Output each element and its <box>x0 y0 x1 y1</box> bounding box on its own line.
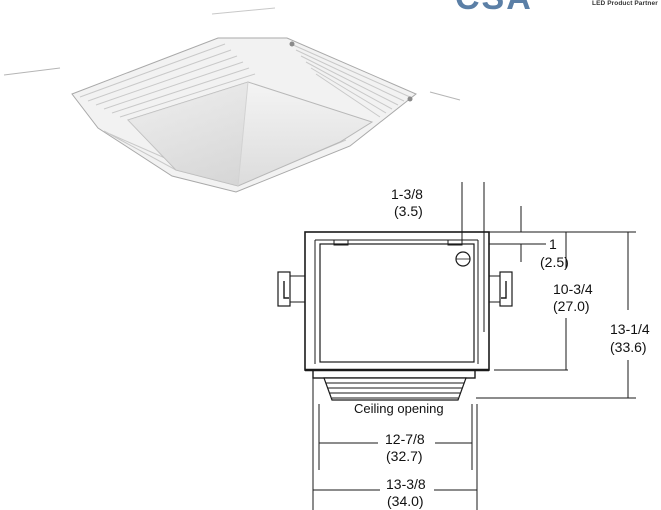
dimension-drawing <box>277 182 636 510</box>
fixture-illustration <box>3 7 461 193</box>
dim-housing-height-imperial: 10-3/4 <box>553 281 593 297</box>
ceiling-opening-caption: Ceiling opening <box>354 401 444 416</box>
dim-total-height-metric: (33.6) <box>610 339 647 355</box>
dim-housing-height-metric: (27.0) <box>553 298 590 314</box>
lens-outline <box>323 377 467 401</box>
dim-overall-width-imperial: 13-3/8 <box>386 476 426 492</box>
dim-lip-imperial: 1 <box>549 236 557 252</box>
partner-label: LED Product Partner <box>592 0 658 7</box>
housing-outline <box>304 231 490 371</box>
dim-opening-width-metric: (32.7) <box>386 448 423 464</box>
left-mounting-bracket <box>277 271 305 307</box>
dim-top-width-imperial: 1-3/8 <box>391 186 423 202</box>
dim-total-height-imperial: 13-1/4 <box>610 321 650 337</box>
brand-logo: CSA <box>455 0 545 10</box>
dim-top-width-metric: (3.5) <box>394 203 423 219</box>
dim-lip-metric: (2.5) <box>540 254 569 270</box>
dimension-labels: 1-3/8 (3.5) 1 (2.5) 10-3/4 (27.0) 13-1/4… <box>354 186 650 509</box>
dim-opening-width-imperial: 12-7/8 <box>385 431 425 447</box>
dim-overall-width-metric: (34.0) <box>387 493 424 509</box>
right-mounting-bracket <box>489 271 513 307</box>
trim-ring <box>312 369 476 379</box>
